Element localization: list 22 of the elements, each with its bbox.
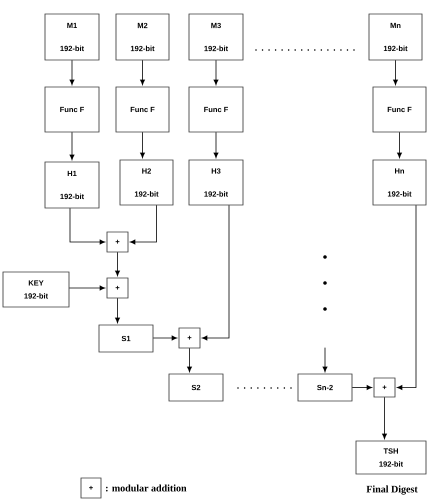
arrow [187,348,192,372]
arrow [140,60,145,86]
arrow [130,205,157,244]
arrow [322,347,328,372]
arrow [397,132,402,158]
arrow [70,132,74,160]
arrow [153,336,178,340]
arrow [70,208,106,244]
arrow [393,60,398,86]
arrow [70,60,74,86]
arrow [115,252,120,276]
caption-text: Final Digest [366,485,418,495]
arrow [202,205,230,340]
arrow [396,205,416,390]
arrow [214,60,218,86]
legend-text: : modular addition [106,484,186,492]
arrow [382,397,387,440]
arrow [115,298,120,324]
arrow [69,286,106,290]
arrow [140,132,145,158]
arrow [214,132,218,158]
arrow [352,385,372,390]
